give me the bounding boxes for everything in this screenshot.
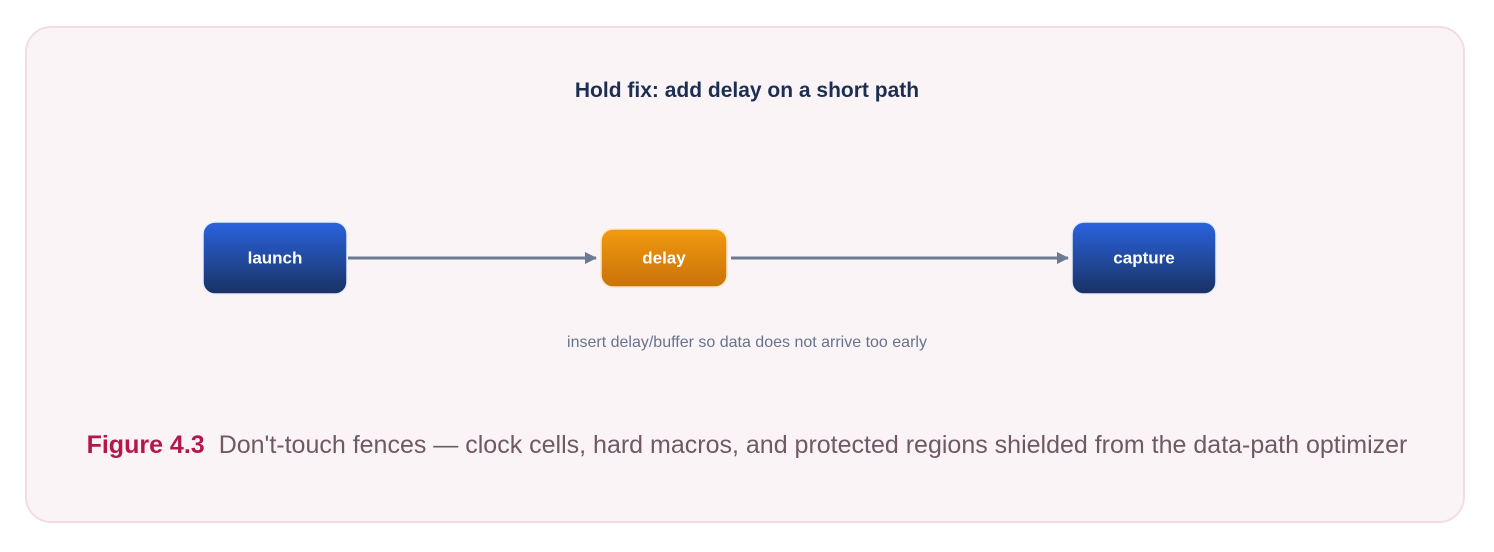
figure-caption: Figure 4.3 Don't-touch fences — clock cel… <box>80 424 1414 467</box>
node-launch: launch <box>202 221 348 295</box>
figure-caption-text: Don't-touch fences — clock cells, hard m… <box>218 431 1408 459</box>
diagram-note: insert delay/buffer so data does not arr… <box>567 334 927 351</box>
node-launch-label: launch <box>248 248 303 267</box>
node-capture: capture <box>1071 221 1217 295</box>
node-delay: delay <box>600 228 728 288</box>
figure-number: Figure 4.3 <box>86 431 205 459</box>
diagram-title: Hold fix: add delay on a short path <box>574 79 920 102</box>
node-capture-label: capture <box>1113 248 1174 267</box>
node-delay-label: delay <box>642 248 686 267</box>
